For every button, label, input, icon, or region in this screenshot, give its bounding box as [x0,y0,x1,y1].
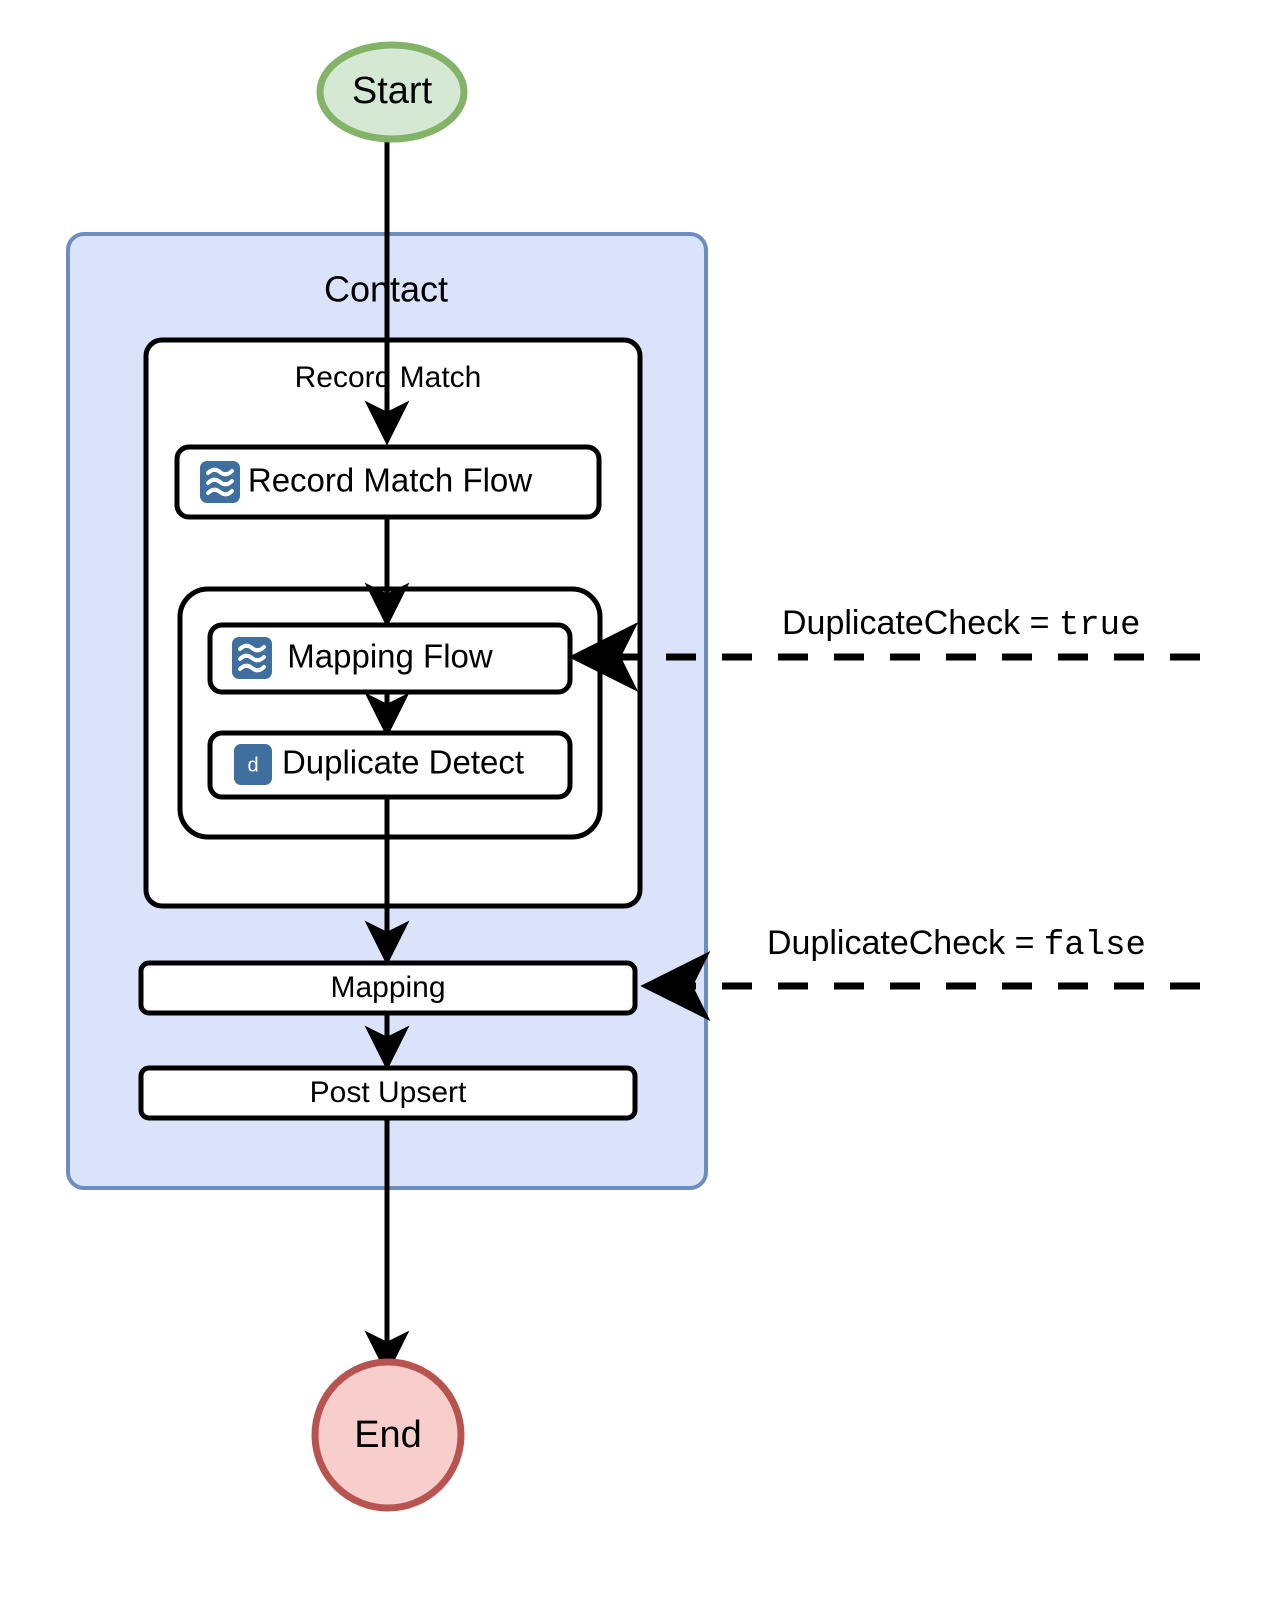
mapping-box [138,960,638,1016]
node-end[interactable]: End [311,1358,465,1512]
node-post-upsert[interactable]: Post Upsert [138,1065,638,1121]
duplicate-check-false-key: DuplicateCheck = [767,924,1044,962]
record-match-flow-label: Record Match Flow [248,462,532,499]
duplicate-check-false-text: DuplicateCheck = false [767,924,1146,965]
mapping-label: Mapping [330,971,445,1004]
label-duplicate-check-false: DuplicateCheck = false [767,924,1146,965]
post-upsert-box [138,1065,638,1121]
post-upsert-label: Post Upsert [310,1076,467,1109]
start-ellipse [316,41,468,143]
duplicate-icon [234,744,272,785]
node-record-match-flow[interactable]: Record Match Flow [174,444,602,520]
duplicate-detect-box [207,730,573,800]
duplicate-check-false-value: false [1044,927,1146,965]
duplicate-check-true-key: DuplicateCheck = [782,604,1059,642]
start-label: Start [352,70,433,112]
node-start[interactable]: Start [316,41,468,143]
node-mapping[interactable]: Mapping [138,960,638,1016]
record-match-flow-box [174,444,602,520]
duplicate-check-true-value: true [1059,607,1141,645]
duplicate-check-true-text: DuplicateCheck = true [782,604,1141,645]
mapping-flow-box [207,622,573,695]
duplicate-icon-glyph: d [247,754,258,776]
label-duplicate-check-true: DuplicateCheck = true [782,604,1141,645]
end-label: End [354,1414,422,1456]
flow-icon-waves [238,643,266,673]
node-duplicate-detect[interactable]: d Duplicate Detect [207,730,573,800]
edges-dashed [568,622,1200,1021]
node-mapping-flow[interactable]: Mapping Flow [207,622,573,695]
end-circle [311,1358,465,1512]
flow-icon-waves [206,467,234,497]
mapping-flow-label: Mapping Flow [287,638,493,675]
duplicate-detect-label: Duplicate Detect [282,744,524,781]
